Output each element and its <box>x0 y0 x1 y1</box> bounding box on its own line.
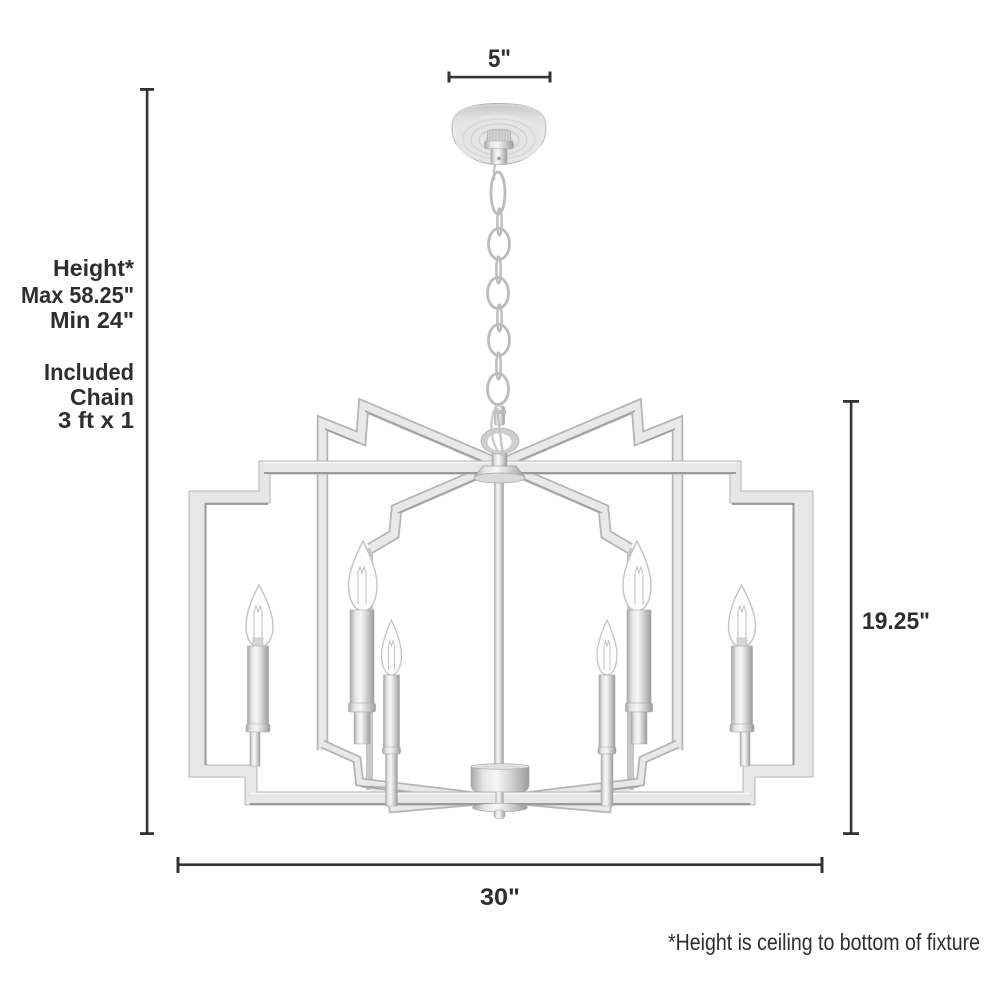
svg-text:3 ft x 1: 3 ft x 1 <box>58 407 134 433</box>
svg-text:*Height is ceiling to bottom o: *Height is ceiling to bottom of fixture <box>668 929 980 955</box>
svg-text:19.25": 19.25" <box>862 608 930 635</box>
svg-text:Max 58.25": Max 58.25" <box>21 282 134 308</box>
svg-text:Min 24": Min 24" <box>50 307 134 333</box>
svg-text:Chain: Chain <box>70 384 134 410</box>
svg-text:30": 30" <box>480 884 520 911</box>
svg-text:Included: Included <box>44 359 134 385</box>
svg-text:5": 5" <box>488 45 511 73</box>
svg-text:Height*: Height* <box>53 255 134 281</box>
